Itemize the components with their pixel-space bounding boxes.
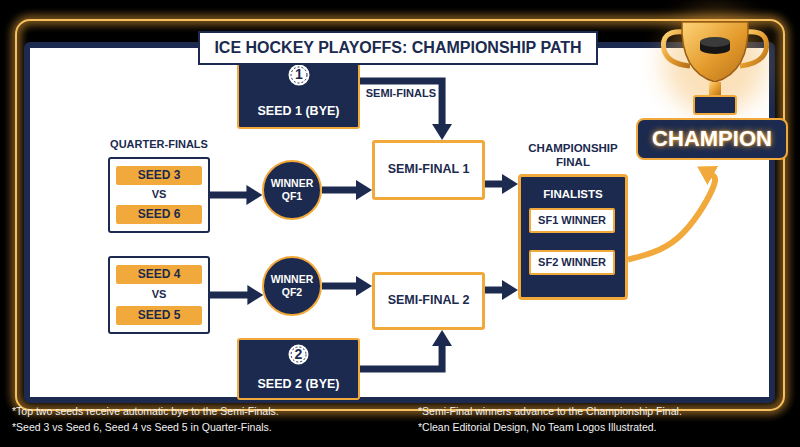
- final-heading: CHAMPIONSHIP FINAL: [513, 139, 633, 171]
- finalist-label: SF1 WINNER: [531, 210, 613, 231]
- finalists-heading: FINALISTS: [521, 185, 625, 203]
- seed-number: 1: [286, 62, 312, 88]
- semi-final-label: SEMI-FINAL 1: [375, 143, 482, 197]
- bye-box: SEED 1 (BYE) 1: [237, 55, 360, 129]
- footnote: *Clean Editorial Design, No Team Logos I…: [418, 421, 794, 434]
- bye-box: SEED 2 (BYE) 2: [237, 338, 360, 400]
- versus-text: VS: [110, 186, 208, 203]
- trophy-cup: [682, 22, 748, 82]
- semi-final-box: SEMI-FINAL 2: [372, 272, 485, 330]
- circle-shape: [263, 257, 321, 315]
- flow-arrow: [485, 181, 503, 188]
- flow-arrow: [322, 283, 357, 290]
- winner-label: WINNER QF1: [266, 160, 318, 220]
- footnote: *Seed 3 vs Seed 6, Seed 4 vs Seed 5 in Q…: [12, 421, 408, 434]
- winner-circle: WINNER QF1: [262, 160, 322, 220]
- round-heading: QUARTER-FINALS: [98, 138, 220, 152]
- finalist-slot: SF2 WINNER: [529, 250, 615, 275]
- flow-arrow: [360, 345, 442, 369]
- seed-label: SEED 3: [116, 166, 202, 185]
- flow-arrow: [360, 81, 442, 125]
- finalist-slot: SF1 WINNER: [529, 208, 615, 233]
- final-box: CHAMPIONSHIP FINALFINALISTSSF1 WINNERSF2…: [518, 174, 628, 300]
- winner-circle: WINNER QF2: [262, 256, 322, 316]
- seed-number: 2: [286, 342, 311, 367]
- diagram-panel: [27, 45, 772, 400]
- bye-label: SEED 2 (BYE): [239, 374, 358, 396]
- footnote: *Semi-Final winners advance to the Champ…: [418, 405, 794, 418]
- seed-label: SEED 5: [116, 306, 202, 325]
- champion-arrow: [628, 175, 715, 260]
- trophy-stem: [709, 82, 721, 96]
- seed-badge: 2: [286, 342, 311, 367]
- champion-banner: CHAMPION: [636, 118, 788, 160]
- bye-label: SEED 1 (BYE): [239, 101, 358, 123]
- seed-band: SEED 3: [116, 166, 202, 185]
- flow-arrow: [485, 287, 503, 294]
- versus-text: VS: [110, 285, 208, 305]
- semi-final-box: SEMI-FINAL 1: [372, 140, 485, 200]
- seed-band: SEED 4: [116, 265, 202, 284]
- seed-label: SEED 4: [116, 265, 202, 284]
- footnote: *Top two seeds receive automatic bye to …: [12, 405, 408, 418]
- semi-final-label: SEMI-FINAL 2: [375, 275, 482, 327]
- finalist-label: SF2 WINNER: [531, 252, 613, 273]
- winner-label: WINNER QF2: [266, 256, 318, 316]
- champion-label: CHAMPION: [638, 120, 786, 158]
- trophy-base: [694, 96, 736, 114]
- seed-band: SEED 6: [116, 205, 202, 224]
- puck-top: [700, 37, 730, 47]
- circle-shape: [263, 161, 321, 219]
- seed-badge: 1: [286, 62, 312, 88]
- flow-arrow: [322, 187, 357, 194]
- seed-label: SEED 6: [116, 205, 202, 224]
- diagram-title: ICE HOCKEY PLAYOFFS: CHAMPIONSHIP PATH: [198, 31, 598, 65]
- trophy-glow: [663, 10, 767, 114]
- flow-arrow: [210, 292, 248, 299]
- stage-heading: SEMI-FINALS: [362, 87, 436, 100]
- matchup-box: VSSEED 4 SEED 5: [108, 256, 210, 334]
- seed-band: SEED 5: [116, 306, 202, 325]
- flow-arrow: [210, 192, 247, 199]
- matchup-box: QUARTER-FINALSVSSEED 3SEED 6: [108, 157, 210, 233]
